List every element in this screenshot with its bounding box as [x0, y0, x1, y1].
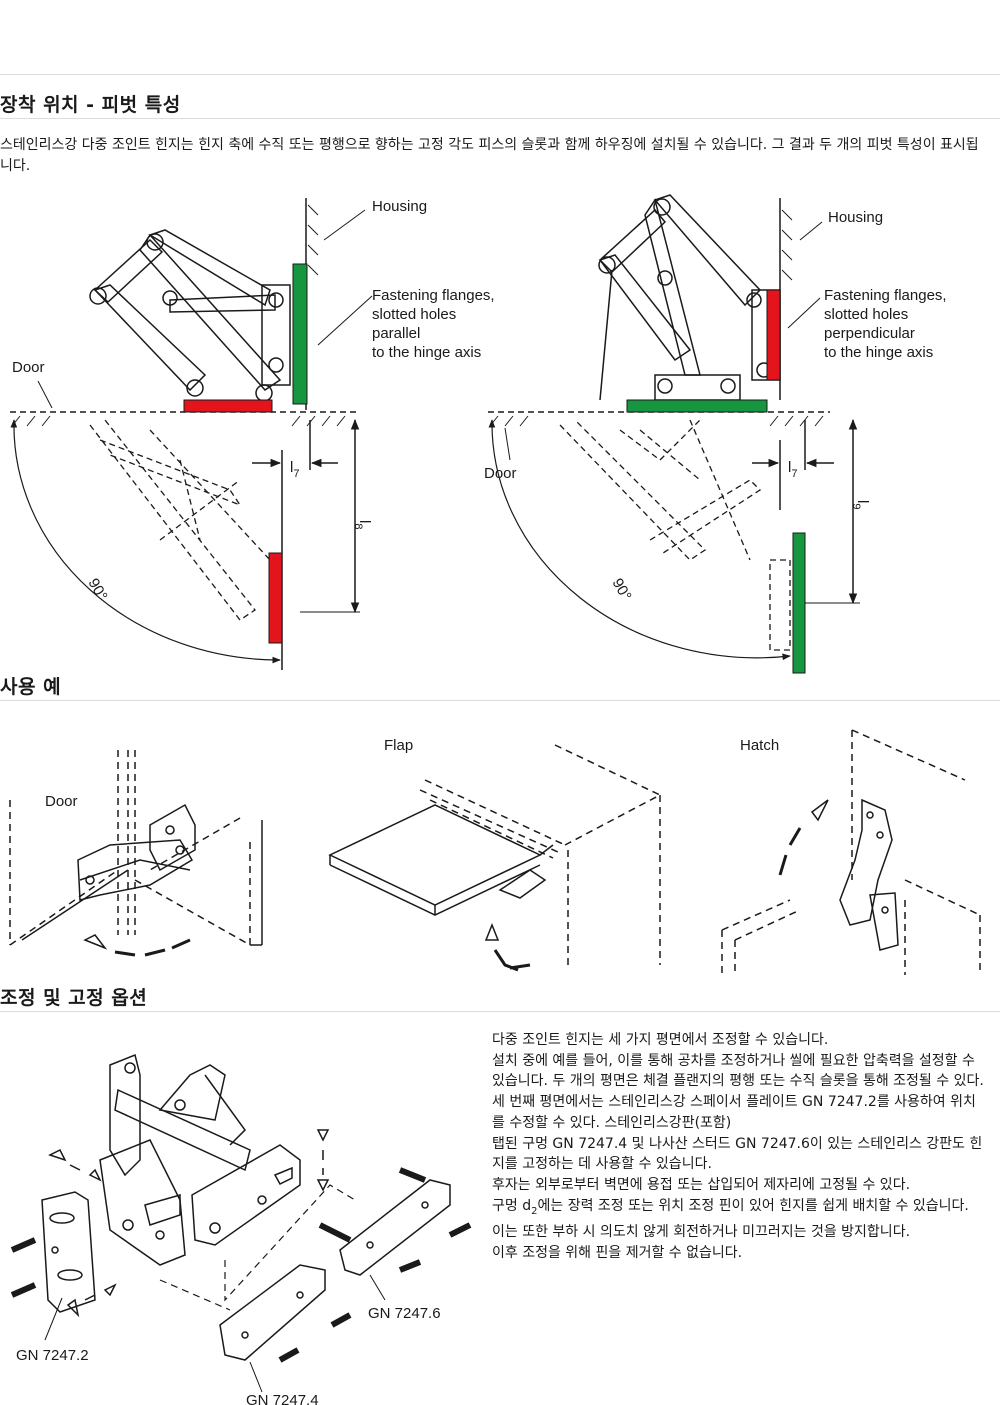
hatch-example	[721, 729, 981, 975]
adjustment-paragraph: 다중 조인트 힌지는 세 가지 평면에서 조정할 수 있습니다.	[492, 1032, 829, 1048]
left-dim-l8: l8	[352, 520, 373, 529]
usage-examples-figure: Door Flap Hatch	[9, 729, 981, 975]
right-dim-l7: l7	[788, 459, 797, 480]
hatch-example-label: Hatch	[740, 737, 779, 754]
left-red-flange	[183, 399, 273, 413]
left-pivot-diagram	[10, 198, 373, 670]
right-green-flange	[626, 399, 768, 413]
right-housing-label: Housing	[828, 209, 883, 226]
left-dim-l7: l7	[290, 459, 299, 480]
adjustment-paragraph-d2: 구멍 d2에는 장력 조정 또는 위치 조정 핀이 있어 힌지를 쉽게 배치할 …	[492, 1197, 969, 1217]
adjustment-paragraph: 이는 또한 부하 시 의도치 않게 회전하거나 미끄러지는 것을 방지합니다.	[492, 1224, 911, 1241]
door-example	[9, 750, 263, 957]
right-angle-label: 90°	[609, 576, 635, 604]
adjustment-figure: GN 7247.2 GN 7247.4 GN 7247.6	[10, 1053, 472, 1405]
section-title-usage: 사용 예	[0, 676, 62, 698]
flap-example-label: Flap	[384, 737, 413, 754]
door-example-label: Door	[45, 793, 78, 810]
section-divider	[0, 1011, 1000, 1012]
adjustment-paragraph: 후자는 외부로부터 벽면에 용접 또는 삽입되어 제자리에 고정될 수 있다.	[492, 1176, 911, 1193]
gn-7247-4-label: GN 7247.4	[246, 1392, 319, 1405]
left-green-flange	[292, 263, 308, 405]
right-green-flange-rotated	[792, 532, 806, 674]
section-divider	[0, 700, 1000, 701]
left-angle-label: 90°	[85, 576, 111, 604]
adjustment-paragraph: 이후 조정을 위해 핀을 제거할 수 없습니다.	[492, 1244, 743, 1261]
right-flange-label: Fastening flanges, slotted holes perpend…	[824, 287, 951, 361]
adjustment-text: 다중 조인트 힌지는 세 가지 평면에서 조정할 수 있습니다. 설치 중에 예…	[492, 1030, 988, 1264]
adjustment-paragraph: 세 번째 평면에서는 스테인리스강 스페이서 플레이트 GN 7247.2를 사…	[492, 1094, 976, 1131]
section-title-mounting: 장착 위치 - 피벗 특성	[0, 94, 181, 116]
section-title-adjustment: 조정 및 고정 옵션	[0, 987, 148, 1009]
left-flange-label: Fastening flanges, slotted holes paralle…	[372, 287, 499, 361]
left-red-flange-rotated	[268, 552, 283, 644]
flap-example	[328, 744, 661, 972]
left-door-label: Door	[12, 359, 45, 376]
gn-7247-2-label: GN 7247.2	[16, 1347, 89, 1364]
adjustment-paragraph: 탭된 구멍 GN 7247.4 및 나사산 스터드 GN 7247.6이 있는 …	[492, 1135, 983, 1173]
left-housing-label: Housing	[372, 198, 427, 215]
pivot-characteristics-figure: Housing Fastening flanges, slotted holes…	[10, 194, 951, 674]
top-divider	[0, 74, 1000, 75]
section-divider	[0, 118, 1000, 119]
right-dim-l9: l9	[850, 500, 871, 509]
right-door-label: Door	[484, 465, 517, 482]
gn-7247-6-label: GN 7247.6	[368, 1305, 441, 1322]
right-red-flange	[766, 289, 781, 381]
adjustment-paragraph: 설치 중에 예를 들어, 이를 통해 공차를 조정하거나 씰에 필요한 압축력을…	[492, 1052, 984, 1090]
mounting-description: 스테인리스강 다중 조인트 힌지는 힌지 축에 수직 또는 평행으로 향하는 고…	[0, 137, 979, 174]
